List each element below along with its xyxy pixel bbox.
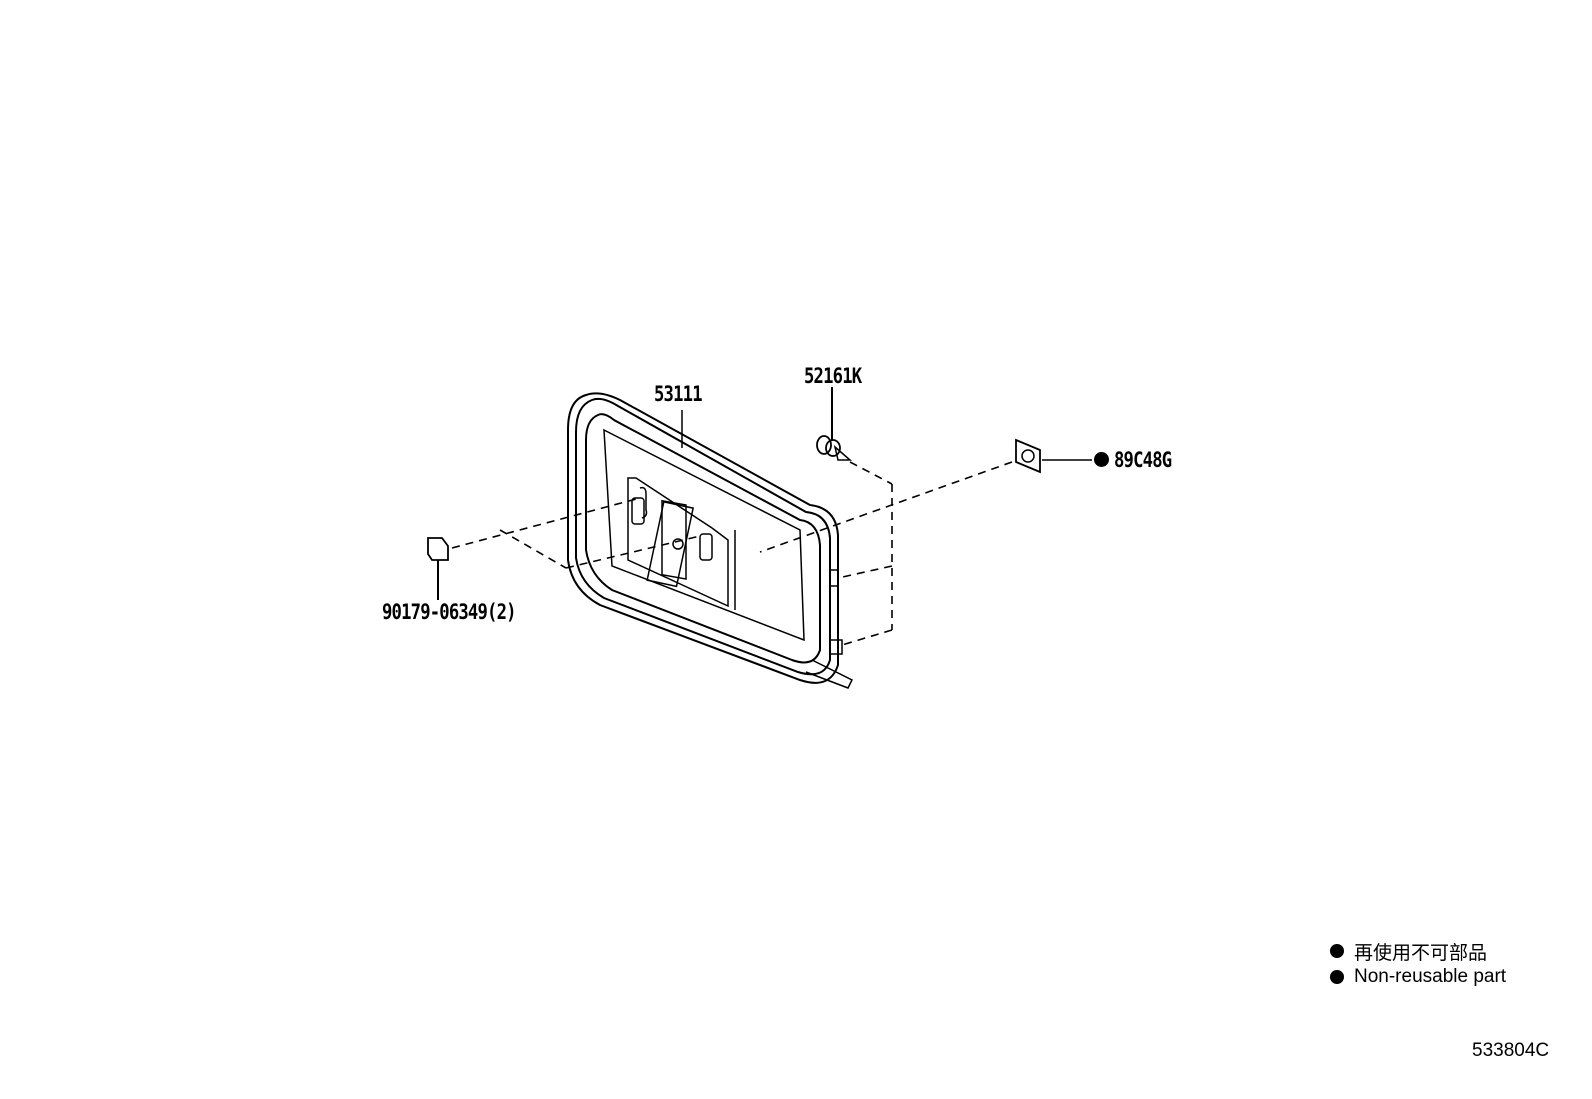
nut-89c48g-drawing [1015, 438, 1092, 474]
label-53111: 53111 [654, 382, 703, 406]
back-panel-drawing [567, 392, 854, 689]
legend-text-english: Non-reusable part [1354, 966, 1507, 987]
label-90179-06349: 90179-06349(2) [382, 600, 516, 624]
label-89c48g: 89C48G [1114, 448, 1172, 472]
legend-item-japanese: 再使用不可部品 [1330, 938, 1506, 964]
non-reusable-marker-icon [1094, 452, 1109, 467]
filled-circle-icon [1330, 970, 1344, 984]
legend-text-japanese: 再使用不可部品 [1354, 942, 1488, 964]
legend: 再使用不可部品 Non-reusable part [1330, 938, 1506, 990]
clip-52161k-drawing [816, 387, 853, 461]
retainer-90179-drawing [427, 537, 449, 600]
label-52161k: 52161K [804, 364, 862, 388]
assembly-dashed-lines [451, 461, 1013, 646]
figure-number: 533804C [1472, 1040, 1550, 1061]
legend-item-english: Non-reusable part [1330, 964, 1506, 990]
filled-circle-icon [1330, 944, 1344, 958]
